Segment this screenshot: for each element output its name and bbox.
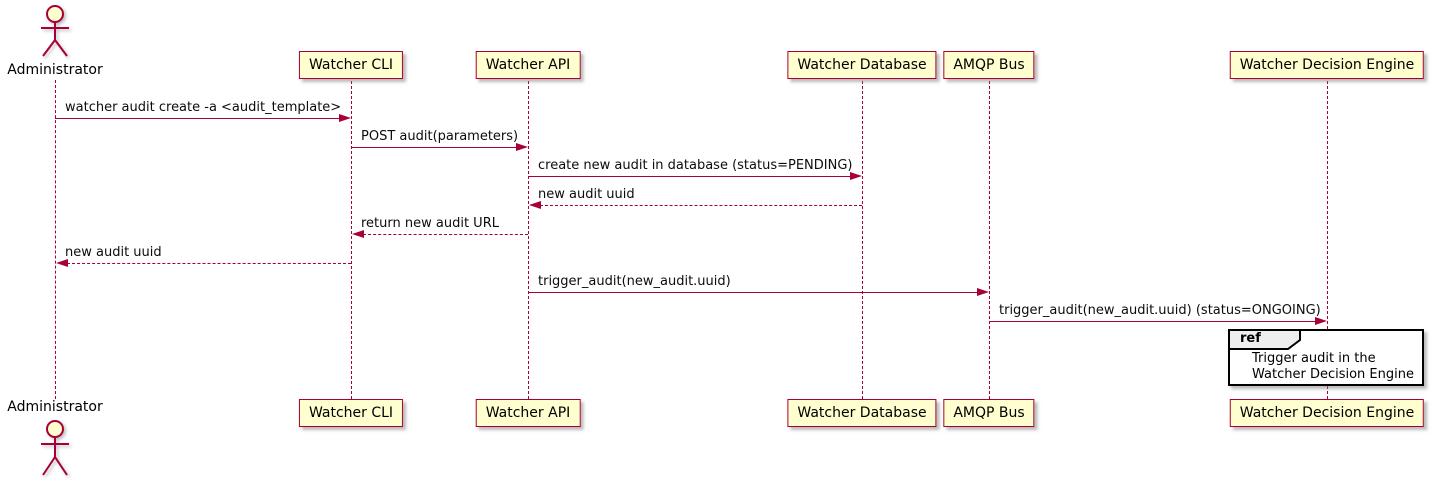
message-arrowhead-icon-7 [977,288,989,296]
ref-body-text: Trigger audit in the Watcher Decision En… [1252,351,1414,383]
ref-keyword: ref [1240,331,1261,346]
participant-box-top-watcher-cli: Watcher CLI [298,51,404,79]
participant-box-top-watcher-decision-engine: Watcher Decision Engine [1229,51,1425,79]
message-line-3 [528,176,850,177]
participant-box-bottom-watcher-decision-engine: Watcher Decision Engine [1229,399,1425,427]
actor-icon-bottom [41,420,69,476]
message-label-2: POST audit(parameters) [361,129,519,144]
participant-box-top-amqp-bus: AMQP Bus [943,51,1035,79]
message-line-4 [540,205,862,206]
lifeline-watcher-decision-engine [1326,81,1328,399]
ref-body-line-1: Trigger audit in the [1252,351,1376,366]
actor-label-bottom: Administrator [7,399,103,415]
message-label-6: new audit uuid [65,245,162,260]
message-label-4: new audit uuid [538,187,635,202]
message-arrowhead-icon-8 [1315,317,1327,325]
message-arrowhead-icon-1 [339,114,351,122]
message-line-7 [528,292,977,293]
ref-fragment: ref Trigger audit in the Watcher Decisio… [1228,329,1424,386]
message-line-6 [67,263,351,264]
message-line-8 [989,321,1315,322]
message-line-2 [351,147,516,148]
lifeline-watcher-database [861,81,863,399]
participant-box-bottom-watcher-database: Watcher Database [787,399,937,427]
lifeline-administrator [54,80,56,399]
message-label-7: trigger_audit(new_audit.uuid) [538,274,731,289]
message-arrowhead-icon-3 [850,172,862,180]
message-label-3: create new audit in database (status=PEN… [538,158,853,173]
ref-header-pentagon-icon [1228,329,1301,350]
actor-icon-top [41,5,69,57]
lifeline-watcher-api [527,81,529,399]
message-arrowhead-icon-4 [529,201,541,209]
message-label-8: trigger_audit(new_audit.uuid) (status=ON… [999,303,1321,318]
lifeline-watcher-cli [350,81,352,399]
lifeline-amqp-bus [988,81,990,399]
participant-box-top-watcher-api: Watcher API [475,51,581,79]
participant-box-bottom-amqp-bus: AMQP Bus [943,399,1035,427]
message-label-5: return new audit URL [361,216,499,231]
participant-box-bottom-watcher-cli: Watcher CLI [298,399,404,427]
message-arrowhead-icon-2 [516,143,528,151]
ref-body-line-2: Watcher Decision Engine [1252,367,1414,382]
participant-box-bottom-watcher-api: Watcher API [475,399,581,427]
message-label-1: watcher audit create -a <audit_template> [65,100,342,115]
message-arrowhead-icon-5 [352,230,364,238]
actor-label-top: Administrator [7,62,103,78]
message-line-5 [363,234,528,235]
participant-box-top-watcher-database: Watcher Database [787,51,937,79]
message-arrowhead-icon-6 [56,259,68,267]
message-line-1 [55,118,339,119]
